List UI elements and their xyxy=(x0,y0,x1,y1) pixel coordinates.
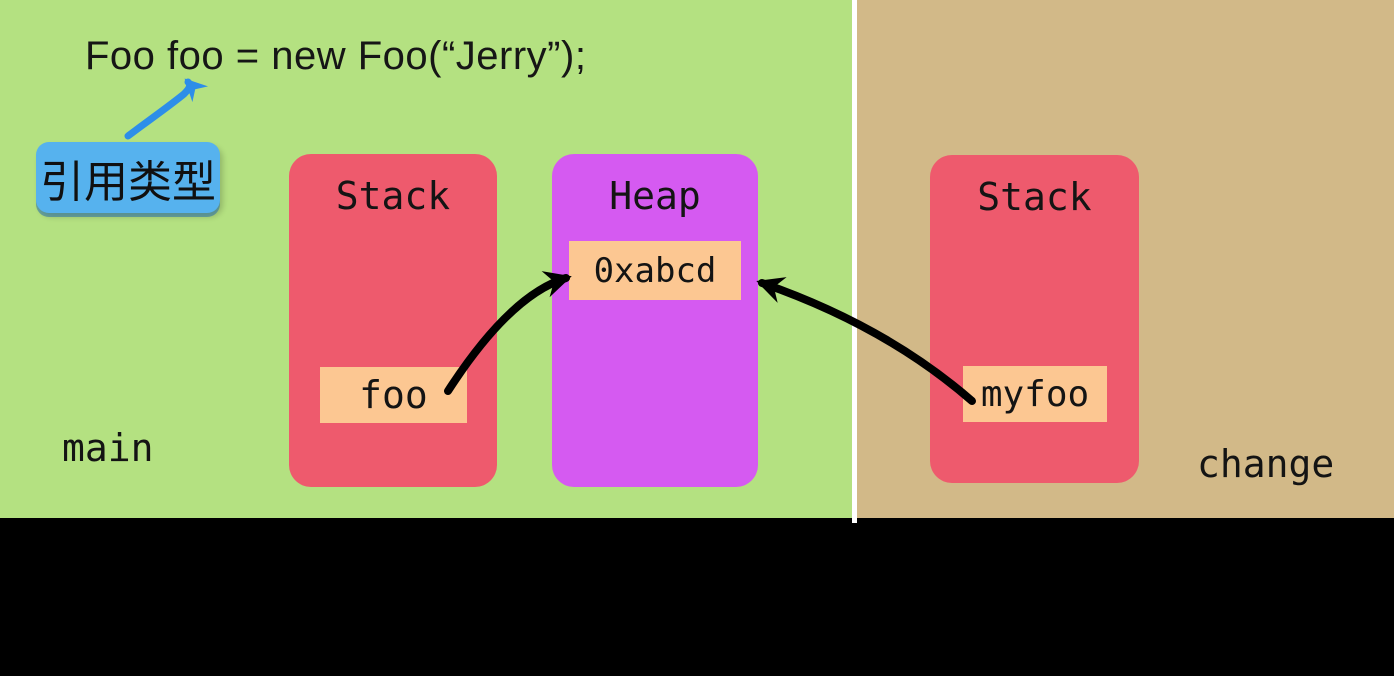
main-stack-title: Stack xyxy=(335,174,451,218)
main-frame-label: main xyxy=(62,426,154,470)
myfoo-variable-slot: myfoo xyxy=(963,366,1107,422)
change-frame-label: change xyxy=(1197,442,1335,486)
reference-type-callout: 引用类型 xyxy=(36,142,220,213)
reference-type-callout-label: 引用类型 xyxy=(40,156,216,208)
foo-variable-slot: foo xyxy=(320,367,467,423)
heap-box: Heap xyxy=(552,154,758,487)
foo-variable-label: foo xyxy=(359,373,428,417)
myfoo-variable-label: myfoo xyxy=(980,373,1090,415)
main-stack-box: Stack xyxy=(289,154,497,487)
heap-title: Heap xyxy=(609,174,701,218)
heap-address-slot: 0xabcd xyxy=(569,241,741,300)
heap-address-label: 0xabcd xyxy=(593,250,717,291)
code-line: Foo foo = new Foo(“Jerry”); xyxy=(85,34,587,78)
frame-divider-line xyxy=(852,0,857,523)
change-stack-box: Stack xyxy=(930,155,1139,483)
change-stack-title: Stack xyxy=(977,175,1092,219)
